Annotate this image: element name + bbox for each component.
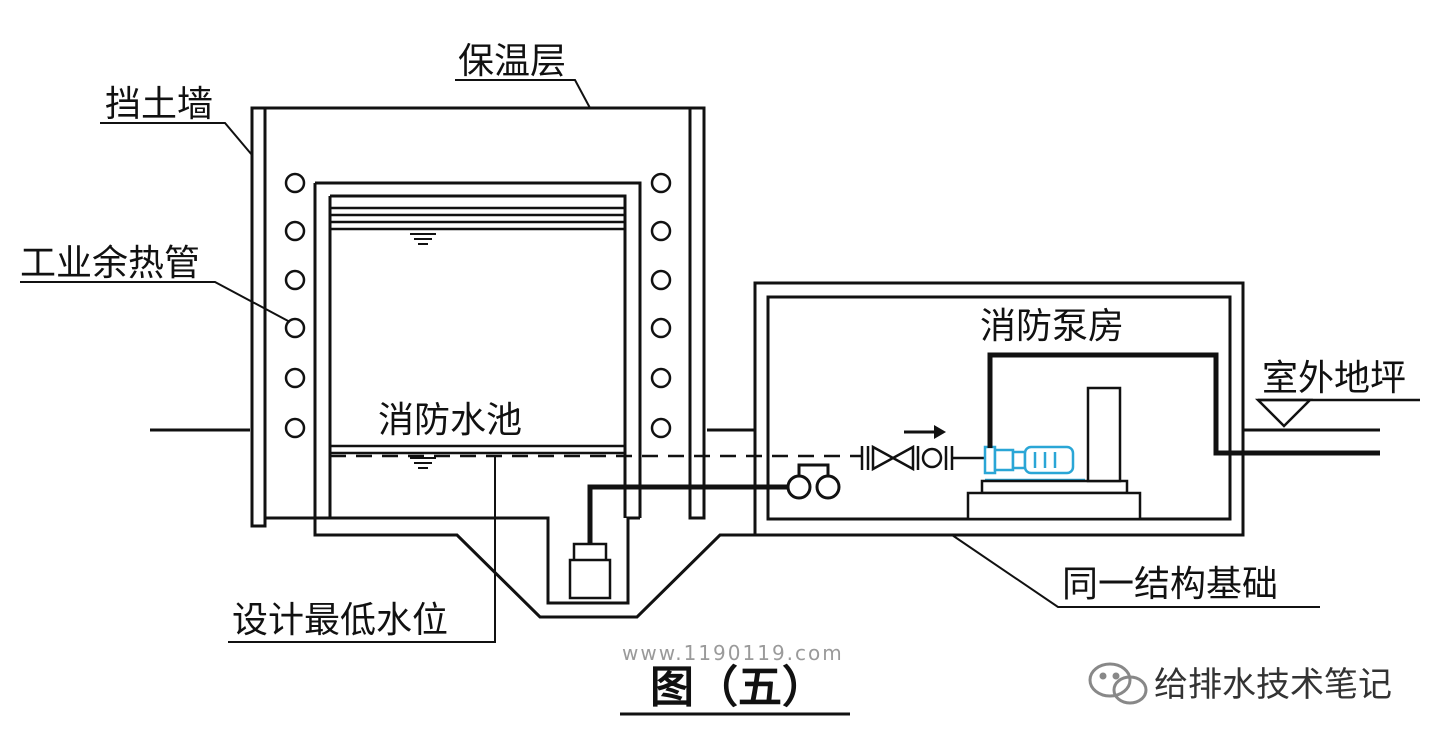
check-valves <box>786 463 841 500</box>
water-surface-top <box>330 206 625 231</box>
brand-name: 给排水技术笔记 <box>1154 665 1392 705</box>
label-retaining-wall: 挡土墙 <box>105 84 213 125</box>
fire-pool-tank <box>313 181 755 619</box>
label-pump-room: 消防泵房 <box>980 306 1124 347</box>
pump-foundation <box>966 386 1142 521</box>
water-level-symbol-top <box>410 233 436 245</box>
wechat-icon <box>1088 662 1148 705</box>
label-same-foundation: 同一结构基础 <box>1062 564 1278 605</box>
discharge-pipe <box>987 352 1380 456</box>
retaining-wall <box>250 106 267 528</box>
watermark: www.1190119.com <box>622 641 844 665</box>
label-outdoor-ground: 室外地坪 <box>1262 358 1406 399</box>
min-water-level-line <box>330 444 625 455</box>
label-heat-pipe: 工业余热管 <box>20 243 200 284</box>
label-fire-pool: 消防水池 <box>378 400 522 441</box>
flow-direction-arrow <box>904 425 946 439</box>
suction-pipe <box>587 484 790 548</box>
foot-valve <box>568 542 612 600</box>
outdoor-ground-symbol <box>1254 398 1420 428</box>
insulation-structure <box>265 106 706 520</box>
water-level-symbol-bottom <box>410 457 436 469</box>
label-min-water-level: 设计最低水位 <box>232 600 448 641</box>
gate-valve <box>860 444 985 472</box>
label-insulation-layer: 保温层 <box>458 41 566 82</box>
heat-pipe-circles <box>284 172 672 439</box>
leader-lines <box>20 79 1320 643</box>
fire-pump <box>983 445 1085 482</box>
figure-caption: 图（五） <box>650 662 826 713</box>
